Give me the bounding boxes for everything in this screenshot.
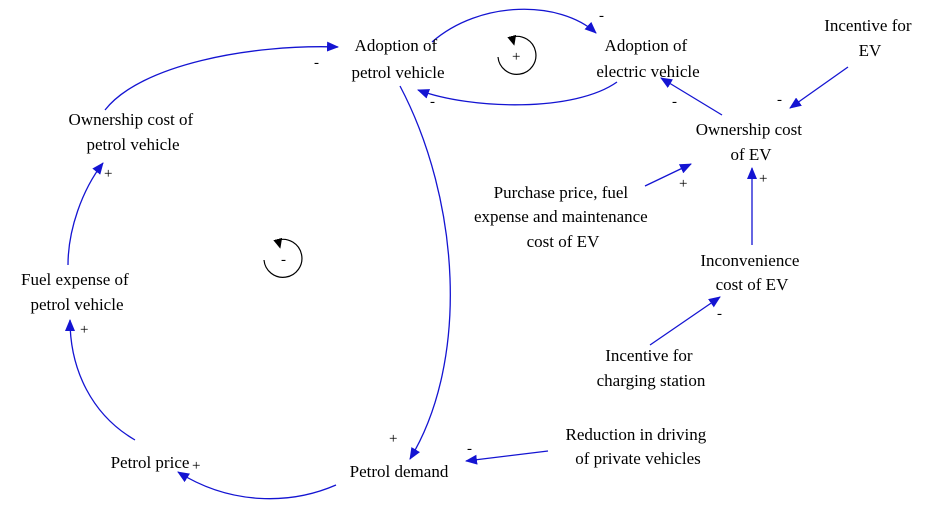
node-petrol-demand: Petrol demand — [350, 462, 449, 481]
link-demand-to-price — [177, 471, 337, 500]
link-charging-to-inconvenience — [649, 296, 721, 346]
link-incentive-ev-to-ownership-ev — [789, 66, 849, 109]
polarity-ownership-petrol-to-adoption-petrol: - — [314, 55, 319, 71]
link-fuel-to-ownership-petrol — [67, 162, 104, 266]
polarity-purchase-to-ownership-ev: + — [679, 176, 687, 192]
node-adoption-of-petrol-vehicle: Adoption of petrol vehicle — [352, 36, 445, 82]
reinforcing-loop-sign: + — [512, 49, 520, 65]
polarity-incentive-ev-to-ownership-ev: - — [777, 92, 782, 108]
node-incentive-for-ev: Incentive for EV — [824, 16, 916, 60]
polarity-fuel-to-ownership-petrol: + — [104, 166, 112, 182]
link-price-to-fuel — [65, 319, 136, 441]
polarity-price-to-fuel: + — [80, 322, 88, 338]
link-ownership-ev-to-adoption-ev — [660, 77, 723, 116]
balancing-loop-sign: - — [281, 252, 286, 268]
node-fuel-expense-of-petrol-vehicle: Fuel expense of petrol vehicle — [21, 270, 133, 314]
node-ownership-cost-of-ev: Ownership cost of EV — [696, 120, 806, 164]
polarity-demand-to-price: + — [192, 458, 200, 474]
reinforcing-loop-marker: + — [497, 34, 537, 75]
node-ownership-cost-of-petrol-vehicle: Ownership cost of petrol vehicle — [69, 110, 198, 154]
polarity-signs: - - - - - + + - + + + - + — [80, 8, 782, 474]
polarity-adoption-petrol-to-demand: + — [389, 431, 397, 447]
node-inconvenience-cost-of-ev: Inconvenience cost of EV — [700, 251, 803, 294]
nodes: Adoption of petrol vehicle Adoption of e… — [21, 16, 916, 481]
polarity-charging-to-inconvenience: - — [717, 306, 722, 322]
link-purchase-to-ownership-ev — [644, 163, 692, 187]
link-adoption-petrol-to-adoption-ev — [431, 8, 597, 43]
node-reduction-in-driving: Reduction in driving of private vehicles — [566, 425, 711, 468]
balancing-loop-marker: - — [263, 237, 303, 278]
polarity-inconvenience-to-ownership-ev: + — [759, 171, 767, 187]
link-adoption-ev-to-adoption-petrol — [417, 81, 618, 106]
node-adoption-of-electric-vehicle: Adoption of electric vehicle — [596, 36, 699, 81]
link-reduction-to-demand — [465, 450, 549, 465]
loop-arrow-icon — [263, 237, 303, 278]
link-adoption-petrol-to-demand — [399, 85, 451, 460]
loop-arrow-icon — [497, 34, 537, 75]
edges — [65, 8, 849, 500]
polarity-ev-to-petrol: - — [430, 94, 435, 110]
link-ownership-petrol-to-adoption-petrol — [104, 41, 339, 111]
node-petrol-price: Petrol price — [111, 453, 190, 472]
polarity-petrol-to-ev: - — [599, 8, 604, 24]
polarity-reduction-to-demand: - — [467, 441, 472, 457]
node-purchase-price-fuel-maintenance: Purchase price, fuel expense and mainten… — [474, 183, 652, 251]
node-incentive-for-charging-station: Incentive for charging station — [597, 346, 706, 390]
polarity-ownership-ev-to-adoption-ev: - — [672, 94, 677, 110]
